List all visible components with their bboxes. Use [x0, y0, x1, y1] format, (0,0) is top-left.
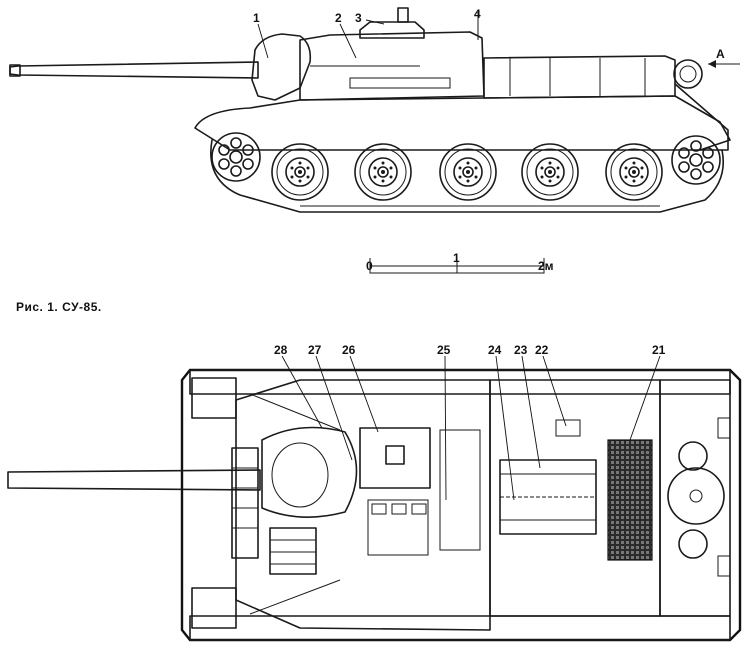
callout-27: 27 [308, 343, 322, 357]
gun-mantlet [251, 33, 312, 101]
engine-deck [483, 55, 676, 99]
side-view: А 1 2 3 4 [9, 7, 740, 213]
radiator-grille [607, 439, 653, 561]
gun-mantlet-top [261, 426, 358, 518]
gun-barrel [9, 61, 259, 79]
scale-bar: 0 1 2м [366, 251, 554, 274]
road-wheel-3 [439, 143, 497, 201]
idler-wheel [211, 132, 261, 182]
scale-label-2m: 2м [538, 259, 554, 273]
callout-21: 21 [652, 343, 666, 357]
commander-hatch-plate [359, 427, 431, 489]
callout-23: 23 [514, 343, 528, 357]
callout-24: 24 [488, 343, 502, 357]
road-wheel-2 [354, 143, 412, 201]
hull-outline-top [180, 368, 742, 642]
scale-label-0: 0 [366, 259, 373, 273]
callout-3: 3 [355, 11, 362, 25]
callout-22: 22 [535, 343, 549, 357]
track [210, 139, 724, 213]
callout-26: 26 [342, 343, 356, 357]
muzzle-tip [9, 64, 21, 77]
figure-caption: Рис. 1. СУ-85. [16, 300, 102, 314]
rear-hatch-round [667, 467, 725, 525]
road-wheel-5 [605, 143, 663, 201]
road-wheel-1 [271, 143, 329, 201]
road-wheel-4 [521, 143, 579, 201]
callout-2: 2 [335, 11, 342, 25]
scale-label-1: 1 [453, 251, 460, 265]
drive-sprocket [671, 135, 721, 185]
top-view: 28 27 26 25 24 23 22 21 [7, 343, 742, 642]
callout-28: 28 [274, 343, 288, 357]
view-marker-label: А [716, 47, 725, 61]
commander-cupola [359, 21, 425, 39]
callout-4: 4 [474, 7, 481, 21]
casemate-roof [235, 379, 491, 631]
periscope [397, 7, 409, 23]
external-fuel-tank [673, 59, 703, 89]
hull-body [194, 95, 731, 151]
callout-1: 1 [253, 11, 260, 25]
callout-25: 25 [437, 343, 451, 357]
gun-barrel-top [7, 469, 261, 491]
